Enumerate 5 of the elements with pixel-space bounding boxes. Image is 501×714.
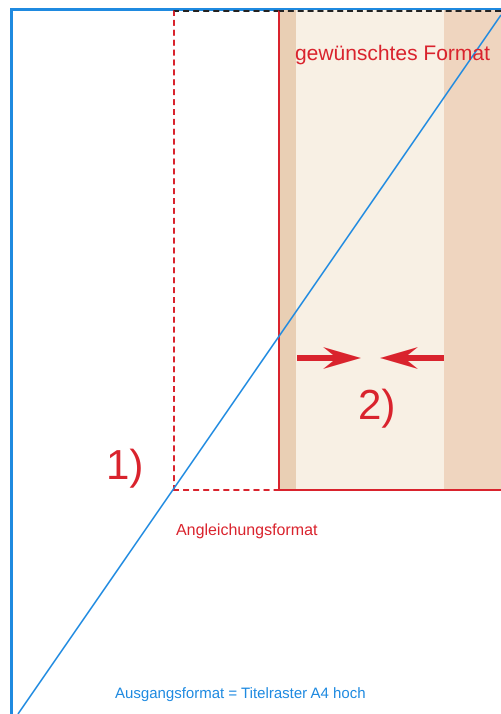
callout-number: 2): [358, 382, 396, 428]
format-label: Angleichungsformat: [176, 522, 318, 540]
format-frame: [278, 10, 501, 491]
callout-number: 1): [106, 442, 144, 488]
format-label: Ausgangsformat = Titelraster A4 hoch: [115, 686, 366, 702]
